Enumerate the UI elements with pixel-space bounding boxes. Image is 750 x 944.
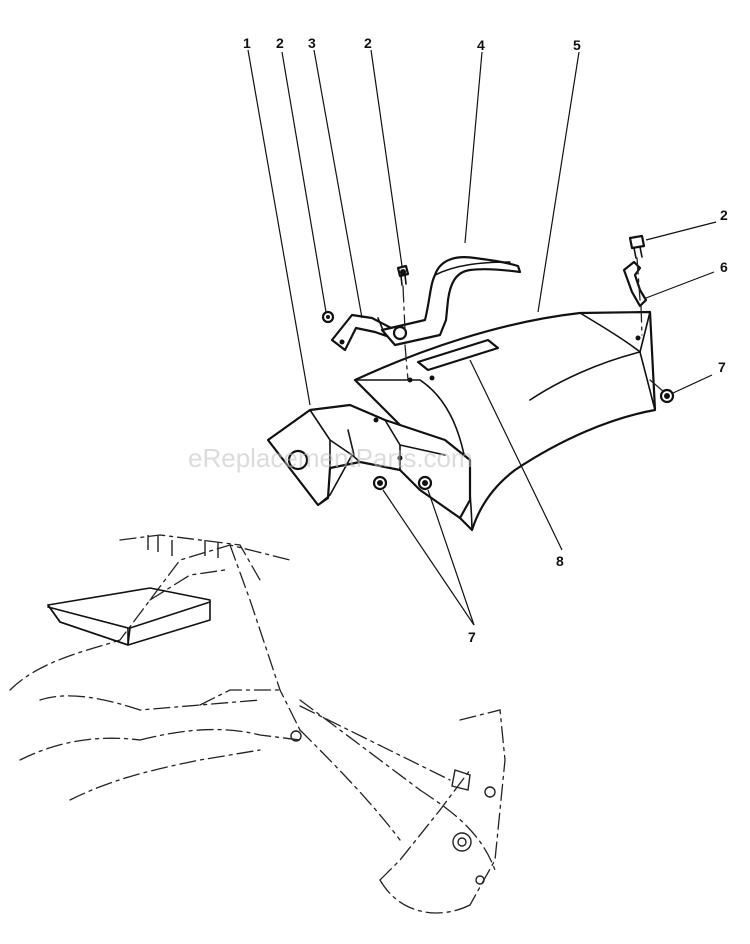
- chute-mounting-bracket: [266, 403, 472, 520]
- callout-2-center: 2: [364, 35, 372, 51]
- callout-5: 5: [573, 37, 581, 53]
- chute-deflector-slot: [416, 338, 500, 372]
- assembly-lines: [402, 257, 665, 393]
- callout-2-left: 2: [276, 35, 284, 51]
- phantom-centerline: [299, 705, 451, 781]
- callout-7-lower: 7: [468, 629, 476, 645]
- callout-4: 4: [477, 37, 485, 53]
- watermark-text: eReplacementParts.com: [188, 443, 473, 473]
- callout-8: 8: [556, 553, 564, 569]
- chute-handle-rod: [380, 256, 522, 347]
- phantom-machine-frame: [9, 534, 506, 914]
- callout-labels: 1 2 3 2 4 5 2 6 7 8 7: [243, 35, 728, 645]
- callout-6: 6: [720, 259, 728, 275]
- callout-7-right: 7: [718, 359, 726, 375]
- phantom-handle-grip: [47, 587, 211, 646]
- bolt-left: [321, 310, 335, 324]
- leader-lines: [247, 49, 717, 626]
- callout-1: 1: [243, 35, 251, 51]
- bolt-upper-center: [396, 264, 410, 286]
- bolt-right: [628, 234, 646, 259]
- nut-lower-center: [417, 475, 433, 491]
- chute-clip: [622, 260, 648, 308]
- nut-lower-left: [372, 475, 388, 491]
- callout-3: 3: [308, 35, 316, 51]
- nut-right: [659, 388, 675, 404]
- callout-2-right: 2: [720, 207, 728, 223]
